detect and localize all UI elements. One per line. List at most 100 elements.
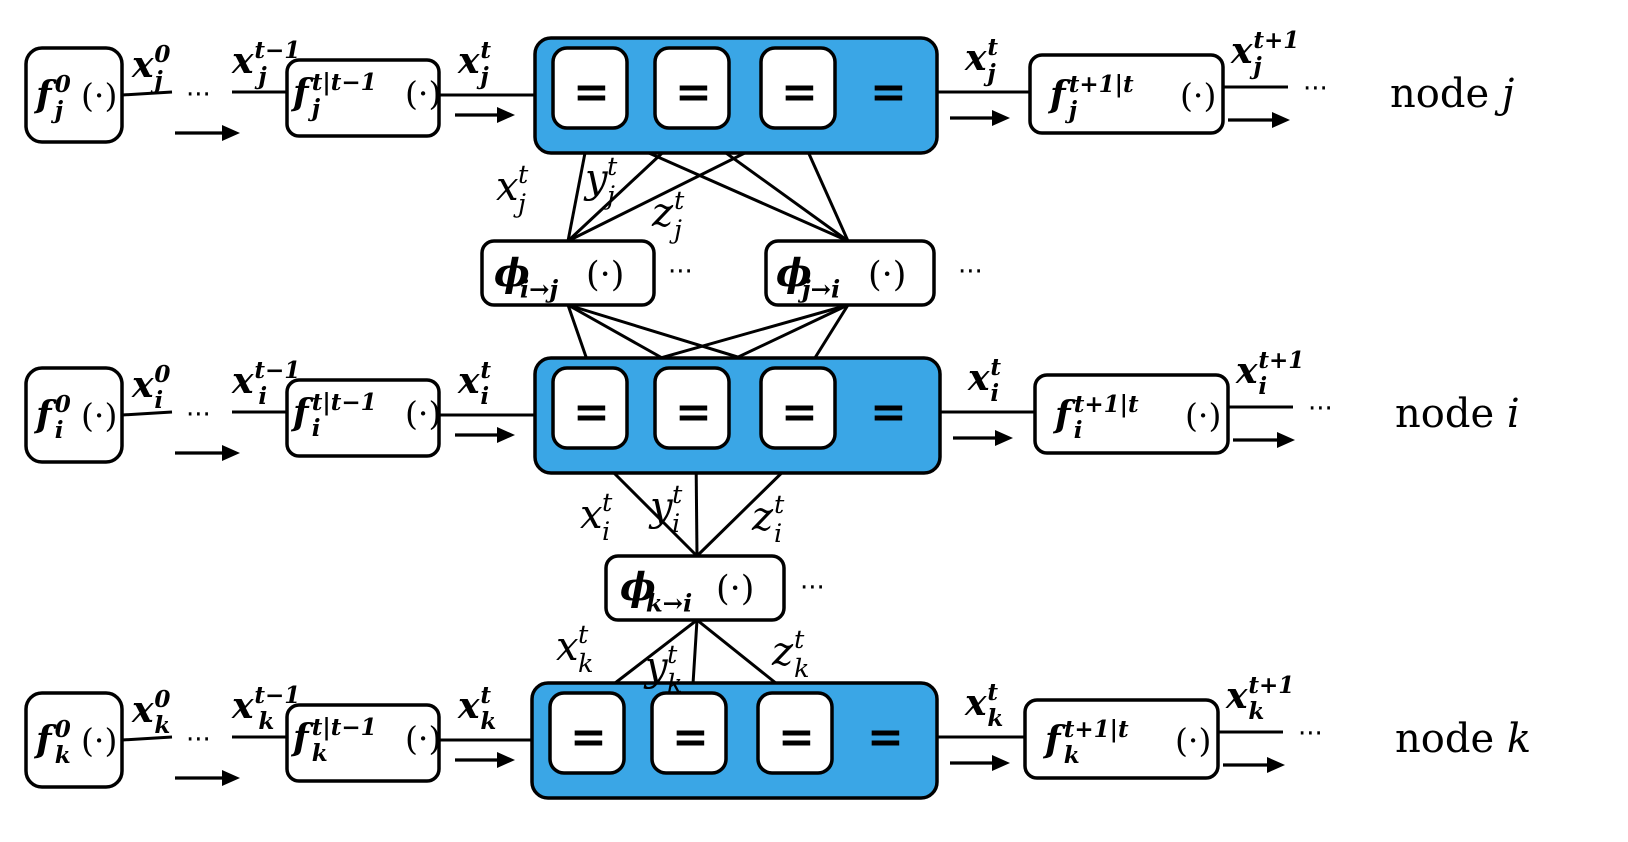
- equality-symbol: =: [781, 387, 818, 438]
- equality-symbol-output: =: [870, 67, 907, 118]
- symbol-subscript: i: [258, 383, 267, 410]
- symbol-superscript: t|t−1: [312, 714, 377, 741]
- equality-node-j-0: [551, 46, 629, 130]
- symbol-base: y: [583, 156, 609, 202]
- symbol-subscript: k: [987, 705, 1003, 732]
- symbol-superscript: 0: [55, 71, 71, 98]
- symbol-subscript: i: [154, 387, 163, 414]
- node-label-j: node j: [1390, 71, 1514, 117]
- symbol-base: x: [1230, 30, 1253, 72]
- equality-symbol-output: =: [867, 712, 904, 763]
- symbol-superscript: t+1: [1253, 27, 1299, 54]
- symbol-subscript: i→j: [520, 274, 559, 303]
- equality-symbol: =: [573, 67, 610, 118]
- init-function-box-i: [24, 366, 124, 464]
- symbol-superscript: t−1: [254, 357, 300, 384]
- symbol-base: x: [1235, 350, 1258, 392]
- direction-arrow: [953, 430, 1013, 446]
- equality-symbol: =: [781, 67, 818, 118]
- symbol-subscript: k: [480, 708, 496, 735]
- symbol-base: x: [496, 164, 519, 210]
- equality-symbol: =: [675, 67, 712, 118]
- ellipsis: ···: [186, 725, 211, 755]
- node-label-i: node i: [1395, 391, 1520, 437]
- symbol-superscript: t−1: [254, 682, 300, 709]
- symbol-superscript: t: [578, 620, 589, 650]
- symbol-superscript: t: [518, 160, 529, 190]
- next-predictor-box-j: [1028, 53, 1225, 135]
- direction-arrow: [950, 755, 1010, 771]
- symbol-subscript: k: [667, 669, 683, 699]
- symbol-superscript: t: [672, 480, 683, 510]
- symbol-argument: (·): [586, 255, 624, 295]
- symbol-superscript: t: [480, 682, 491, 709]
- direction-arrow: [175, 445, 240, 461]
- symbol-base: x: [1225, 675, 1248, 717]
- equality-symbol-output: =: [870, 387, 907, 438]
- symbol-base: x: [231, 360, 254, 402]
- init-function-box-j: [24, 46, 124, 144]
- symbol-superscript: 0: [154, 41, 170, 68]
- direction-arrow: [175, 770, 240, 786]
- symbol-base: z: [651, 190, 674, 236]
- symbol-argument: (·): [716, 569, 754, 609]
- direction-arrow: [950, 110, 1010, 126]
- symbol-superscript: t: [602, 488, 613, 518]
- factor-box-phi-i-to-j: [480, 239, 656, 307]
- symbol-subscript: k: [578, 649, 594, 679]
- symbol-subscript: i: [602, 517, 610, 547]
- equality-symbol: =: [570, 712, 607, 763]
- symbol-base: x: [131, 44, 154, 86]
- symbol-base: ϕ: [620, 564, 656, 609]
- symbol-argument: (·): [405, 394, 441, 433]
- symbol-superscript: t: [480, 357, 491, 384]
- symbol-subscript: j→i: [797, 274, 840, 303]
- ellipsis: ···: [186, 400, 211, 430]
- node-label-var: i: [1507, 391, 1520, 437]
- node-label-var: k: [1507, 716, 1531, 762]
- symbol-subscript: j: [150, 67, 163, 94]
- next-predictor-box-i: [1033, 373, 1230, 455]
- node-label-text: node: [1390, 71, 1502, 117]
- symbol-subscript: i: [1074, 417, 1083, 444]
- symbol-superscript: t: [987, 34, 998, 61]
- symbol-base: x: [457, 360, 480, 402]
- symbol-superscript: t: [987, 679, 998, 706]
- wire-init-out: [121, 90, 173, 97]
- symbol-subscript: k: [1064, 742, 1080, 769]
- node-label-text: node: [1395, 391, 1507, 437]
- equality-node-k-1: [650, 691, 728, 775]
- symbol-superscript: 0: [154, 686, 170, 713]
- symbol-base: x: [580, 492, 603, 538]
- init-function-box-k: [24, 691, 124, 789]
- symbol-superscript: t: [794, 625, 805, 655]
- connection-wires: [121, 85, 1295, 786]
- symbol-superscript: t: [480, 37, 491, 64]
- symbol-subscript: j: [1065, 97, 1078, 124]
- predictor-box-i: [285, 378, 441, 458]
- ellipsis: ···: [1298, 719, 1323, 749]
- equality-node-i-2: [759, 366, 837, 450]
- symbol-superscript: t+1: [1258, 347, 1304, 374]
- symbol-subscript: k: [312, 740, 328, 767]
- symbol-argument: (·): [81, 396, 117, 435]
- predictor-box-k: [285, 703, 441, 783]
- direction-arrow: [1233, 432, 1295, 448]
- symbol-subscript: k: [258, 708, 274, 735]
